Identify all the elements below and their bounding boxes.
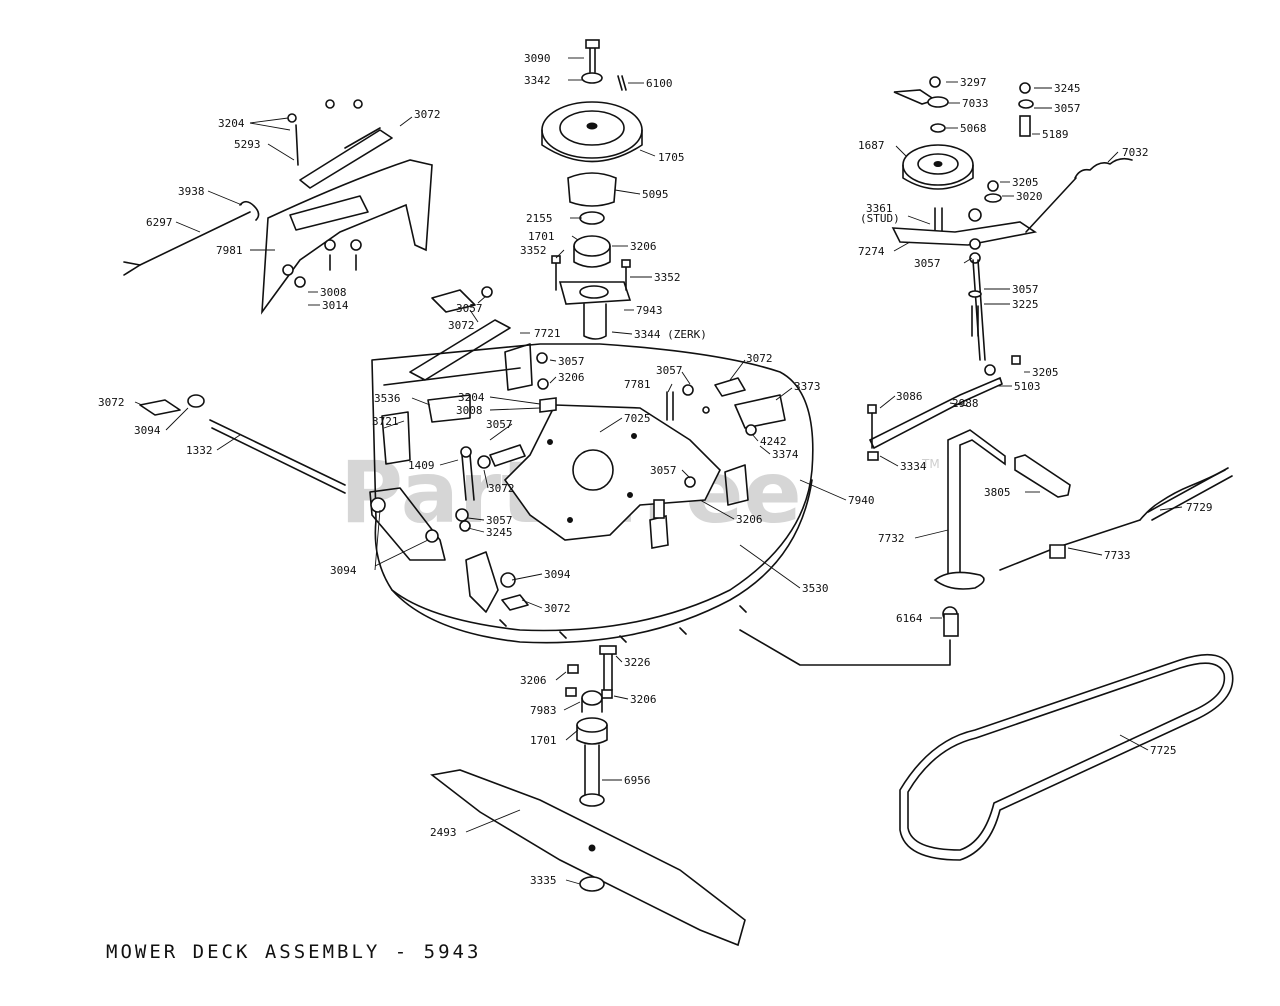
- part-label-3297: 3297: [960, 76, 987, 89]
- part-label-3334: 3334: [900, 460, 927, 473]
- part-label-7729: 7729: [1186, 501, 1213, 514]
- part-label-5293: 5293: [234, 138, 261, 151]
- part-label-3205-idler: 3205: [1012, 176, 1039, 189]
- part-label-3205-link: 3205: [1032, 366, 1059, 379]
- part-label-7940: 7940: [848, 494, 875, 507]
- deck-spindle-pulley-stack: [541, 39, 643, 340]
- part-label-1701-lower: 1701: [530, 734, 557, 747]
- part-label-7032: 7032: [1122, 146, 1149, 159]
- part-label-7943: 7943: [636, 304, 663, 317]
- part-label-3072-shield: 3072: [414, 108, 441, 121]
- part-label-6956: 6956: [624, 774, 651, 787]
- part-label-7981: 7981: [216, 244, 243, 257]
- deck-lift-linkage: [739, 355, 1233, 666]
- diagram-title: MOWER DECK ASSEMBLY - 5943: [106, 941, 481, 963]
- part-label-2493: 2493: [430, 826, 457, 839]
- part-label-7025: 7025: [624, 412, 651, 425]
- part-label-3057-bracket: 3057: [486, 514, 513, 527]
- part-label-3352-left: 3352: [520, 244, 547, 257]
- part-label-3008-shield: 3008: [320, 286, 347, 299]
- part-label-1705: 1705: [658, 151, 685, 164]
- part-label-3094-rod: 3094: [134, 424, 161, 437]
- part-label-3072-baffle: 3072: [488, 482, 515, 495]
- part-label-3057-deck: 3057: [558, 355, 585, 368]
- part-label-3072-strap: 3072: [448, 319, 475, 332]
- part-label-3086: 3086: [896, 390, 923, 403]
- part-label-3361-stud: (STUD): [860, 212, 900, 225]
- part-label-3057-baffle: 3057: [486, 418, 513, 431]
- part-label-3057-strap: 3057: [456, 302, 483, 315]
- part-label-3008-deck: 3008: [456, 404, 483, 417]
- part-label-3072-rod: 3072: [98, 396, 125, 409]
- part-label-7274: 7274: [858, 245, 885, 258]
- part-label-3352-right: 3352: [654, 271, 681, 284]
- part-label-3204-deck: 3204: [458, 391, 485, 404]
- part-label-3361: 3361: [866, 202, 893, 215]
- part-label-5095: 5095: [642, 188, 669, 201]
- part-label-3014: 3014: [322, 299, 349, 312]
- part-label-3938: 3938: [178, 185, 205, 198]
- part-label-3206-center: 3206: [736, 513, 763, 526]
- part-label-3094-front: 3094: [544, 568, 571, 581]
- part-label-3206-top: 3206: [630, 240, 657, 253]
- part-label-3245-idler: 3245: [1054, 82, 1081, 95]
- part-label-5103: 5103: [1014, 380, 1041, 393]
- part-label-7033: 7033: [962, 97, 989, 110]
- part-label-4242: 4242: [760, 435, 787, 448]
- part-label-7725: 7725: [1150, 744, 1177, 757]
- leader-lines: [134, 57, 1183, 885]
- part-label-3335: 3335: [530, 874, 557, 887]
- mower-deck-housing: [369, 319, 814, 644]
- blade-spindle-stack: [430, 645, 746, 947]
- part-label-3057-center: 3057: [650, 464, 677, 477]
- part-label-3206-lower-right: 3206: [630, 693, 657, 706]
- part-label-1332: 1332: [186, 444, 213, 457]
- part-label-3374: 3374: [772, 448, 799, 461]
- part-label-3226: 3226: [624, 656, 651, 669]
- discharge-shield-assembly: [123, 99, 433, 315]
- part-label-3721: 3721: [372, 415, 399, 428]
- part-label-3057-right: 3057: [656, 364, 683, 377]
- part-label-3020: 3020: [1016, 190, 1043, 203]
- part-label-3057-idler: 3057: [1054, 102, 1081, 115]
- part-label-3342: 3342: [524, 74, 551, 87]
- part-label-3206-deck: 3206: [558, 371, 585, 384]
- part-label-7733: 7733: [1104, 549, 1131, 562]
- part-label-1409: 1409: [408, 459, 435, 472]
- part-label-3072-front: 3072: [544, 602, 571, 615]
- part-label-3536: 3536: [374, 392, 401, 405]
- part-label-3057-arm: 3057: [914, 257, 941, 270]
- part-label-3373: 3373: [794, 380, 821, 393]
- part-label-2988: 2988: [952, 397, 979, 410]
- part-label-1701-top: 1701: [528, 230, 555, 243]
- drive-belt: [899, 653, 1234, 861]
- part-label-3090: 3090: [524, 52, 551, 65]
- part-label-2155: 2155: [526, 212, 553, 225]
- part-label-6164: 6164: [896, 612, 923, 625]
- part-label-7721: 7721: [534, 327, 561, 340]
- part-label-7732: 7732: [878, 532, 905, 545]
- part-label-3057-post: 3057: [1012, 283, 1039, 296]
- part-label-3245-bracket: 3245: [486, 526, 513, 539]
- part-label-6100: 6100: [646, 77, 673, 90]
- part-label-3805: 3805: [984, 486, 1011, 499]
- part-label-5189: 5189: [1042, 128, 1069, 141]
- part-label-3344-zerk: 3344 (ZERK): [634, 328, 707, 341]
- part-label-7983: 7983: [530, 704, 557, 717]
- watermark-trademark: TM: [921, 457, 940, 471]
- idler-arm-assembly: [891, 76, 1133, 361]
- part-label-3225: 3225: [1012, 298, 1039, 311]
- part-label-1687: 1687: [858, 139, 885, 152]
- part-label-7781: 7781: [624, 378, 651, 391]
- part-label-3204-shield: 3204: [218, 117, 245, 130]
- part-label-6297: 6297: [146, 216, 173, 229]
- part-label-3206-lower-left: 3206: [520, 674, 547, 687]
- part-label-3094-left: 3094: [330, 564, 357, 577]
- left-side-hardware: [139, 286, 757, 611]
- part-label-3530: 3530: [802, 582, 829, 595]
- part-label-5068: 5068: [960, 122, 987, 135]
- part-label-3072-right: 3072: [746, 352, 773, 365]
- part-number-labels: 3090 3342 6100 1705 5095 2155 1701 3206 …: [98, 52, 1213, 887]
